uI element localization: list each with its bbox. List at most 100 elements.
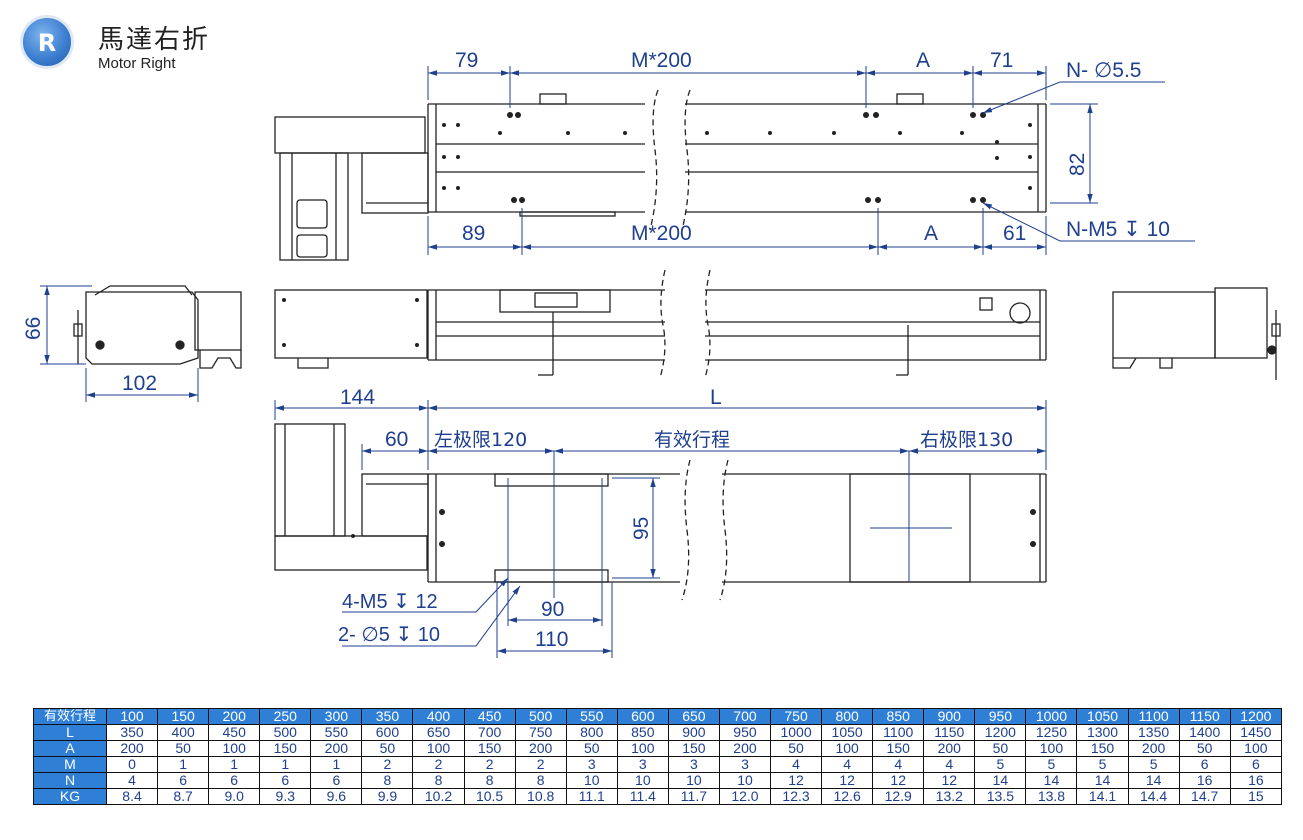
- table-cell: 12.0: [718, 788, 772, 805]
- badge-letter: R: [37, 29, 57, 57]
- mounting-holes: [442, 112, 1032, 203]
- table-cell: 1000: [770, 724, 823, 741]
- left-limit-label: 左极限120: [434, 429, 527, 451]
- table-cell: 5: [1076, 756, 1129, 773]
- row-label: M: [33, 756, 107, 773]
- table-cell: 550: [310, 724, 363, 741]
- table-cell: 5: [1127, 756, 1180, 773]
- table-cell: 10: [667, 772, 720, 789]
- top-view-labels: 79 M*200 A 71 89 M*200 A 61 82 N- ∅5.5 N…: [455, 49, 1170, 245]
- table-cell: 6: [1178, 756, 1231, 773]
- table-cell: 1: [208, 756, 261, 773]
- table-cell: 10.2: [412, 788, 465, 805]
- table-cell: 13.8: [1025, 788, 1078, 805]
- table-cell: 1100: [872, 724, 925, 741]
- table-cell: 800: [565, 724, 618, 741]
- table-cell: 8.4: [105, 788, 159, 805]
- table-cell: 650: [412, 724, 465, 741]
- table-cell: 13.2: [923, 788, 976, 805]
- table-cell: 14: [1076, 772, 1129, 789]
- table-cell: 4: [770, 756, 823, 773]
- table-cell: 900: [667, 724, 720, 741]
- table-cell: 5: [974, 756, 1027, 773]
- table-cell: 4: [923, 756, 976, 773]
- table-cell: 14.7: [1178, 788, 1231, 805]
- carriage-side: [499, 289, 611, 313]
- dim-82: 82: [1066, 153, 1089, 176]
- table-cell: 1300: [1076, 724, 1129, 741]
- table-cell: 600: [361, 724, 414, 741]
- table-cell: 700: [718, 708, 772, 725]
- table-cell: 4: [821, 756, 874, 773]
- table-cell: 11.1: [565, 788, 618, 805]
- dim-89: 89: [462, 222, 485, 245]
- coupling-housing: [361, 152, 429, 214]
- table-cell: 2: [361, 756, 414, 773]
- table-cell: 11.4: [616, 788, 669, 805]
- r-badge-icon: R: [20, 15, 74, 69]
- table-cell: 1100: [1127, 708, 1180, 725]
- table-cell: 11.7: [667, 788, 720, 805]
- left-end-dimensions: [40, 285, 199, 402]
- note-carriage-pins: 2- ∅5 ↧ 10: [338, 624, 440, 646]
- table-cell: 1200: [1229, 708, 1283, 725]
- table-cell: 6: [157, 772, 210, 789]
- table-cell: 12: [872, 772, 925, 789]
- carriage-bottom-plate: [494, 569, 609, 583]
- table-cell: 1250: [1025, 724, 1078, 741]
- dim-61: 61: [1003, 222, 1026, 245]
- table-cell: 950: [974, 708, 1027, 725]
- table-cell: 1: [310, 756, 363, 773]
- bottom-view-dimensions: [274, 400, 1047, 658]
- table-cell: 650: [667, 708, 720, 725]
- table-cell: 4: [872, 756, 925, 773]
- table-cell: 200: [310, 740, 363, 757]
- motor-housing: [274, 116, 426, 154]
- dim-a-top: A: [916, 49, 930, 72]
- table-cell: 2: [514, 756, 567, 773]
- table-cell: 8: [361, 772, 414, 789]
- table-cell: 850: [616, 724, 669, 741]
- table-cell: 950: [718, 724, 772, 741]
- table-cell: 50: [157, 740, 210, 757]
- table-cell: 9.3: [259, 788, 312, 805]
- note-carriage-threads: 4-M5 ↧ 12: [342, 591, 438, 613]
- table-cell: 1: [157, 756, 210, 773]
- dim-71: 71: [990, 49, 1013, 72]
- table-cell: 200: [105, 740, 159, 757]
- stroke-label: 有效行程: [654, 429, 730, 451]
- table-cell: 450: [208, 724, 261, 741]
- table-cell: 400: [157, 724, 210, 741]
- table-cell: 100: [1229, 740, 1283, 757]
- table-cell: 6: [1229, 756, 1283, 773]
- table-cell: 150: [872, 740, 925, 757]
- table-cell: 800: [821, 708, 874, 725]
- bottom-view: [274, 423, 1047, 601]
- table-cell: 3: [565, 756, 618, 773]
- table-cell: 750: [770, 708, 823, 725]
- left-end-view: [73, 285, 242, 369]
- table-cell: 350: [105, 724, 159, 741]
- table-cell: 850: [872, 708, 925, 725]
- table-cell: 12.3: [770, 788, 823, 805]
- table-cell: 16: [1229, 772, 1283, 789]
- table-cell: 300: [310, 708, 363, 725]
- table-cell: 1350: [1127, 724, 1180, 741]
- table-cell: 150: [463, 740, 516, 757]
- table-cell: 4: [105, 772, 159, 789]
- table-cell: 14: [974, 772, 1027, 789]
- table-cell: 1050: [1076, 708, 1129, 725]
- table-cell: 6: [259, 772, 312, 789]
- table-cell: 9.6: [310, 788, 363, 805]
- table-cell: 9.9: [361, 788, 414, 805]
- table-cell: 100: [412, 740, 465, 757]
- table-cell: 8: [412, 772, 465, 789]
- table-cell: 2: [463, 756, 516, 773]
- table-cell: 400: [412, 708, 465, 725]
- table-cell: 1000: [1025, 708, 1078, 725]
